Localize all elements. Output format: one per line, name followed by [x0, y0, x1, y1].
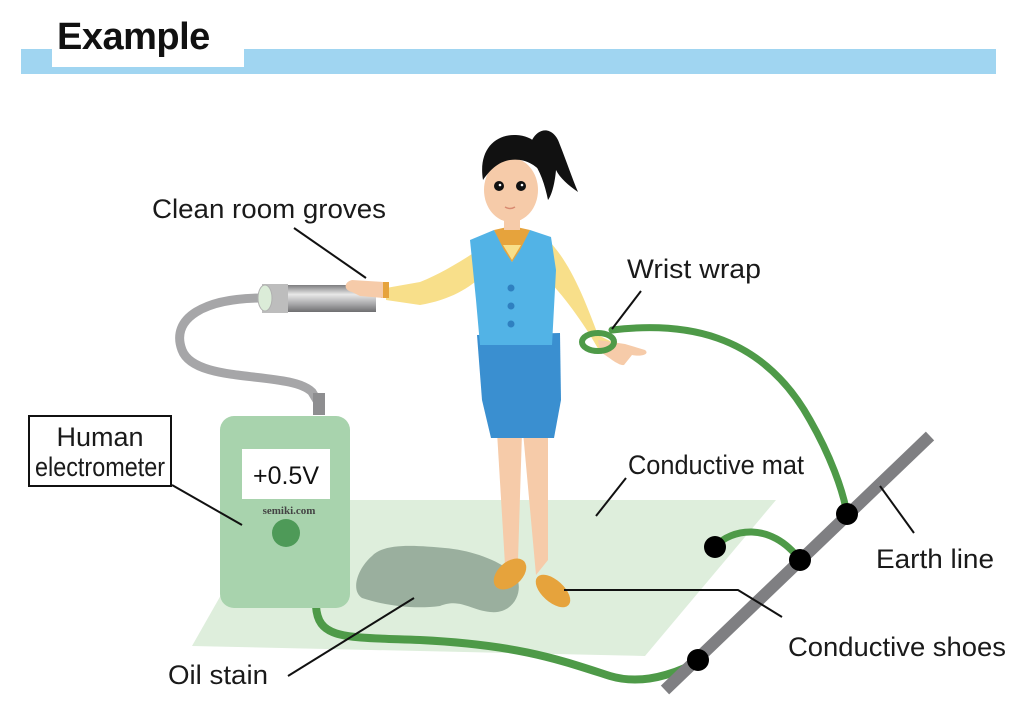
arm-right — [548, 240, 612, 352]
mouth — [504, 206, 516, 210]
wrist-wrap-band — [579, 330, 617, 354]
label-earth-line: Earth line — [876, 544, 994, 574]
header-tab — [52, 14, 244, 67]
leader-earth-line — [879, 485, 915, 534]
leader-human-electrometer — [171, 484, 243, 526]
vest-button-2 — [507, 302, 515, 310]
wrist-wrap-wire — [608, 324, 851, 518]
electrometer-display — [242, 449, 330, 499]
wrist-wire-node — [836, 503, 858, 525]
vest-button-3 — [507, 320, 515, 328]
arm-left — [386, 250, 484, 305]
leader-oil-stain — [287, 597, 415, 677]
leader-clean-room-groves — [293, 227, 367, 279]
mat-wire-node-mat — [704, 536, 726, 558]
shirt-v — [503, 245, 521, 260]
label-oil-stain: Oil stain — [168, 660, 268, 690]
page-title: Example — [57, 16, 210, 58]
leader-conductive-mat — [595, 477, 627, 517]
hand-left — [345, 280, 383, 298]
eye-right — [516, 181, 526, 191]
leg-right — [523, 432, 548, 575]
cuff-left — [381, 282, 389, 298]
hair — [482, 134, 545, 180]
leader-conductive-shoes — [564, 589, 783, 618]
device-wire-node — [687, 649, 709, 671]
shoe-left — [493, 558, 527, 590]
label-clean-room-groves: Clean room groves — [152, 194, 386, 224]
label-conductive-shoes: Conductive shoes — [788, 632, 1006, 662]
mat-wire-node-earth — [789, 549, 811, 571]
ponytail — [532, 130, 578, 200]
leg-left — [497, 432, 522, 565]
oil-stain — [356, 545, 519, 613]
label-wrist-wrap: Wrist wrap — [627, 254, 761, 284]
shoe-right — [535, 574, 571, 608]
human-electrometer-label-box — [28, 415, 172, 487]
device-brand: semiki.com — [263, 505, 316, 517]
label-human-electrometer-line1: Human — [56, 422, 143, 452]
device-ground-wire — [312, 602, 704, 684]
probe-tip — [257, 284, 273, 312]
vest-button-1 — [507, 284, 515, 292]
electrometer-reading: +0.5V — [253, 462, 319, 490]
eye-right-highlight — [520, 183, 524, 187]
label-conductive-mat: Conductive mat — [628, 450, 804, 480]
device-connector — [313, 393, 325, 415]
label-human-electrometer-line2: electrometer — [35, 452, 165, 482]
probe-cable — [175, 293, 323, 407]
skirt — [477, 333, 561, 438]
electrometer-button — [272, 519, 300, 547]
eye-left — [494, 181, 504, 191]
eye-left-highlight — [498, 183, 502, 187]
face — [484, 158, 538, 222]
leader-wrist-wrap — [611, 290, 642, 330]
collar — [494, 226, 530, 262]
